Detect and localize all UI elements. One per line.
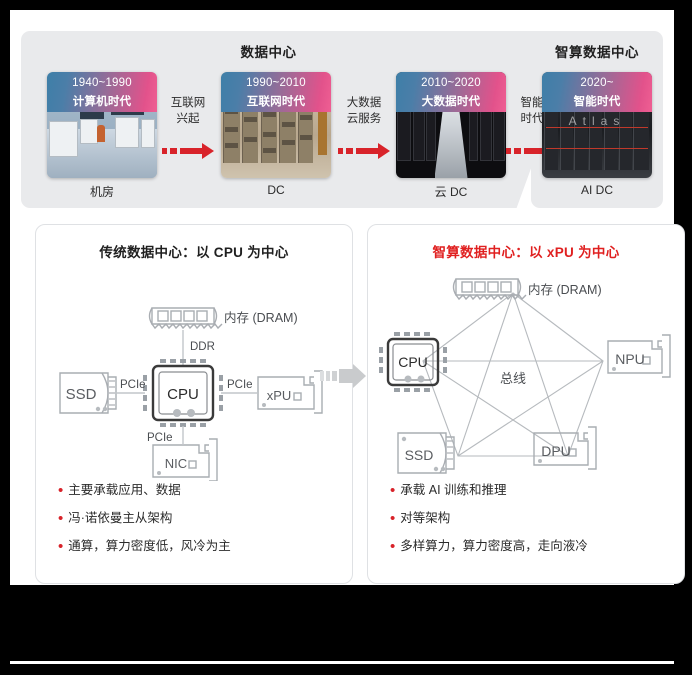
bullet-dot-icon: •	[390, 510, 396, 527]
page-canvas: 数据中心 智算数据中心 1940~1990 计算机时代 机房 互联网 兴起	[10, 10, 685, 585]
nic-label: NIC	[165, 456, 187, 471]
left-panel-title: 传统数据中心：以 CPU 为中心	[99, 245, 289, 260]
list-item: • 多样算力，算力密度高，走向液冷	[390, 539, 670, 554]
bullet-dot-icon: •	[390, 538, 396, 555]
npu-label: NPU	[615, 351, 645, 367]
era-card-3[interactable]: 2010~2020 大数据时代	[396, 72, 506, 178]
list-item: • 通算，算力密度低，风冷为主	[58, 539, 338, 554]
bullet-text: 主要承载应用、数据	[68, 483, 181, 497]
arrow-icon-1	[162, 143, 216, 159]
era-period-1: 1940~1990	[72, 77, 132, 89]
era-label-3: 云 DC	[434, 185, 468, 199]
transition-3-line2: 时代	[520, 113, 544, 125]
bullet-dot-icon: •	[58, 510, 64, 527]
transition-label-2: 大数据 云服务	[337, 95, 391, 127]
list-item: • 承载 AI 训练和推理	[390, 483, 670, 498]
transition-3-line1: 智能	[520, 97, 544, 109]
ssd-icon	[59, 372, 117, 414]
timeline-section: 数据中心 智算数据中心 1940~1990 计算机时代 机房 互联网 兴起	[21, 31, 663, 208]
nic-link-label: PCIe	[147, 432, 173, 444]
band-title-datacenter: 数据中心	[240, 45, 297, 60]
era-label-4: AI DC	[580, 183, 613, 197]
bullet-dot-icon: •	[390, 482, 396, 499]
era-caption-1: 1940~1990 计算机时代	[47, 72, 157, 112]
era-label-1: 机房	[89, 185, 114, 199]
transition-2-line2: 云服务	[346, 113, 382, 125]
list-item: • 冯·诺依曼主从架构	[58, 511, 338, 526]
right-panel-diagram: 内存 (DRAM) 总线 CPU NPU SSD DPU	[368, 261, 684, 481]
ssd-label: SSD	[66, 386, 97, 403]
left-panel-diagram: 内存 (DRAM) DDR PCIe PCIe PCIe CPU SSD xPU…	[36, 261, 352, 482]
era-period-4: 2020~	[580, 77, 614, 89]
ssd-label: SSD	[405, 447, 434, 463]
ssd-icon	[397, 432, 455, 474]
era-card-1[interactable]: 1940~1990 计算机时代	[47, 72, 157, 178]
bullet-text: 冯·诺依曼主从架构	[68, 511, 173, 525]
bullet-dot-icon: •	[58, 482, 64, 499]
bullet-text: 通算，算力密度低，风冷为主	[68, 539, 231, 553]
ssd-link-label: PCIe	[120, 379, 146, 391]
transition-2-line1: 大数据	[346, 97, 382, 109]
era-caption-3: 2010~2020 大数据时代	[396, 72, 506, 112]
nic-card-icon	[152, 438, 218, 482]
bullet-dot-icon: •	[58, 538, 64, 555]
cpu-chip-icon	[379, 332, 447, 392]
dpu-card-icon	[533, 426, 597, 470]
bullet-text: 承载 AI 训练和推理	[400, 483, 507, 497]
era-period-3: 2010~2020	[421, 77, 481, 89]
cpu-label: CPU	[398, 354, 428, 370]
era-name-1: 计算机时代	[72, 96, 132, 108]
atlas-watermark: Atlas	[568, 114, 626, 129]
era-caption-4: 2020~ 智能时代	[542, 72, 652, 112]
xpu-card-icon	[257, 370, 323, 414]
arrow-icon-2	[338, 143, 392, 159]
dpu-label: DPU	[541, 443, 571, 459]
cpu-chip-icon	[143, 359, 223, 427]
era-name-3: 大数据时代	[421, 96, 481, 108]
list-item: • 主要承载应用、数据	[58, 483, 338, 498]
panel-ai-datacenter: 智算数据中心：以 xPU 为中心	[367, 224, 685, 584]
dram-icon	[452, 278, 527, 301]
cpu-label: CPU	[167, 386, 199, 403]
left-panel-bullets: • 主要承载应用、数据 • 冯·诺依曼主从架构 • 通算，算力密度低，风冷为主	[58, 483, 338, 567]
dram-label: 内存 (DRAM)	[528, 283, 602, 297]
band-title-ai-datacenter: 智算数据中心	[555, 45, 639, 60]
era-name-2: 互联网时代	[246, 96, 306, 108]
era-card-4[interactable]: Atlas 2020~ 智能时代	[542, 72, 652, 178]
ddr-link-label: DDR	[190, 341, 215, 353]
bullet-text: 对等架构	[400, 511, 451, 525]
right-panel-bullets: • 承载 AI 训练和推理 • 对等架构 • 多样算力，算力密度高，走向液冷	[390, 483, 670, 567]
bus-mesh	[422, 292, 604, 457]
transition-1-line1: 互联网	[170, 97, 206, 109]
bullet-text: 多样算力，算力密度高，走向液冷	[400, 539, 588, 553]
xpu-centric-architecture-svg: 内存 (DRAM) 总线 CPU NPU SSD DPU	[379, 278, 671, 474]
transition-arrow-icon	[320, 364, 366, 388]
xpu-label: xPU	[267, 388, 292, 403]
cpu-centric-architecture-svg: 内存 (DRAM) DDR PCIe PCIe PCIe CPU SSD xPU…	[59, 307, 323, 482]
era-period-2: 1990~2010	[246, 77, 306, 89]
dram-label: 内存 (DRAM)	[224, 311, 298, 325]
panel-traditional-datacenter: 传统数据中心：以 CPU 为中心	[35, 224, 353, 584]
npu-card-icon	[607, 334, 671, 378]
transition-label-3: 智能 时代	[505, 95, 559, 127]
era-name-4: 智能时代	[573, 96, 621, 108]
transition-label-1: 互联网 兴起	[161, 95, 215, 127]
dram-icon	[148, 307, 223, 330]
transition-1-line2: 兴起	[176, 113, 200, 125]
era-label-2: DC	[267, 183, 285, 197]
right-panel-title: 智算数据中心：以 xPU 为中心	[432, 245, 620, 260]
list-item: • 对等架构	[390, 511, 670, 526]
era-card-2[interactable]: 1990~2010 互联网时代	[221, 72, 331, 178]
bottom-divider	[10, 661, 674, 664]
era-caption-2: 1990~2010 互联网时代	[221, 72, 331, 112]
xpu-link-label: PCIe	[227, 379, 253, 391]
bus-label: 总线	[500, 371, 526, 386]
